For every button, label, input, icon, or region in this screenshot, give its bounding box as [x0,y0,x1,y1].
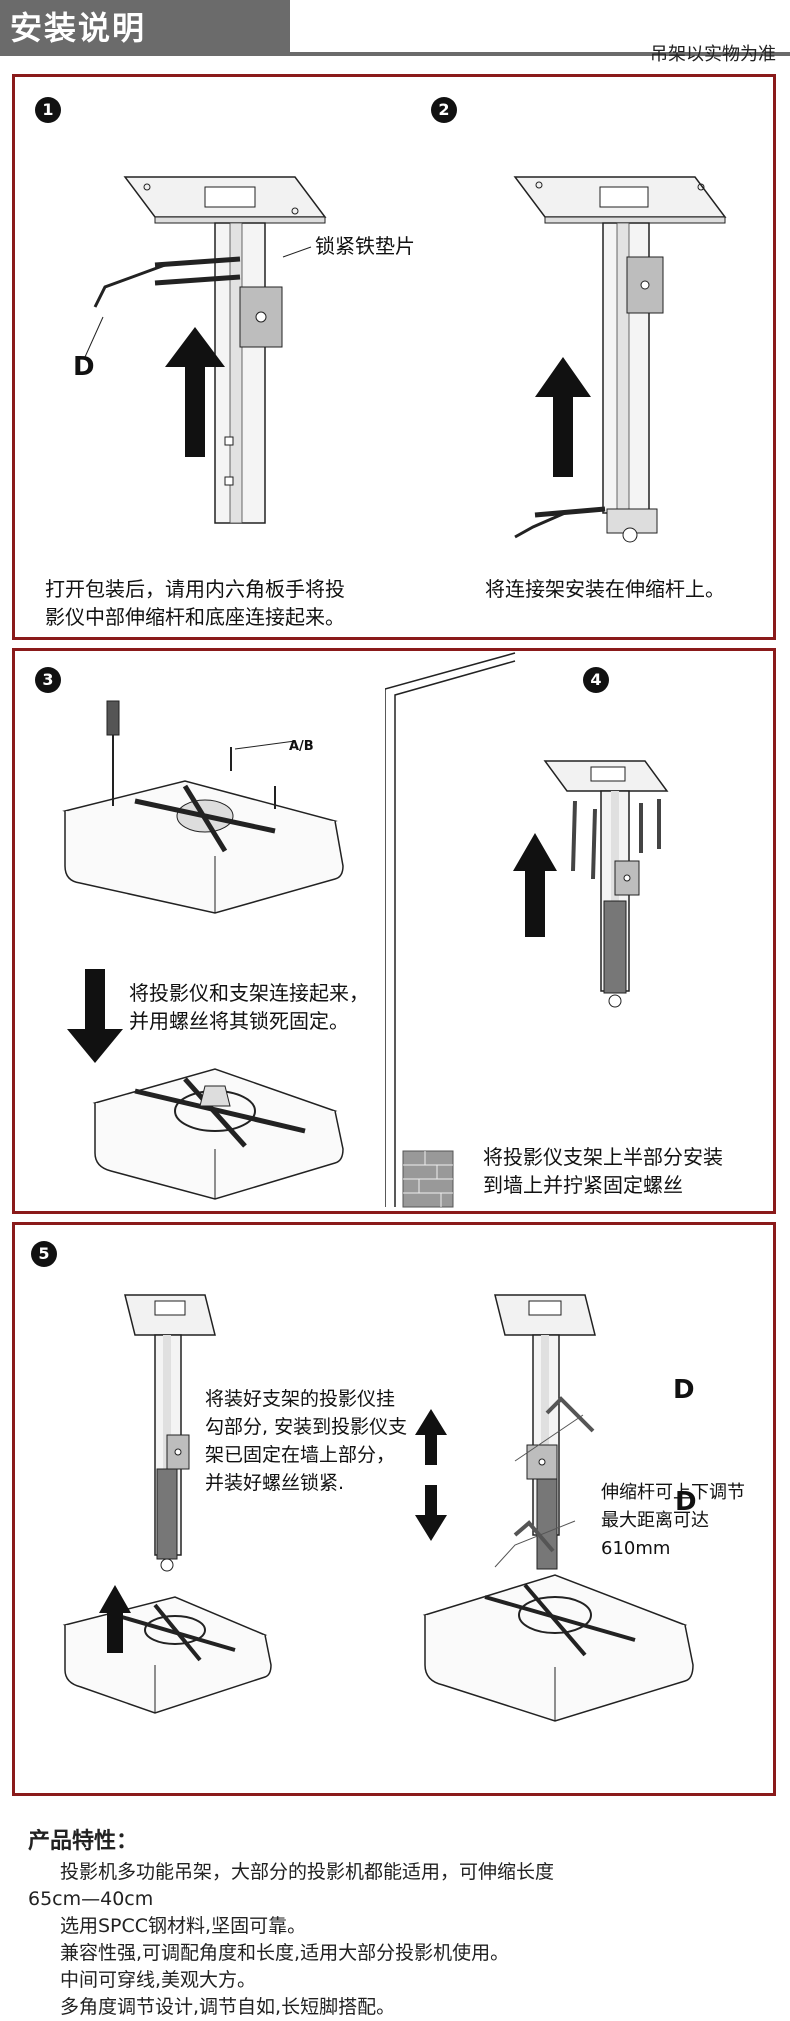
step-1-caption: 打开包装后，请用内六角板手将投 影仪中部伸缩杆和底座连接起来。 [45,577,345,629]
step-5-caption-b: 伸缩杆可上下调节 最大距离可达610mm [601,1482,745,1559]
step-4-caption: 将投影仪支架上半部分安装 到墙上并拧紧固定螺丝 [483,1145,723,1197]
step-1-illustration [84,176,327,524]
step-2-illustration [513,176,727,543]
product-features: 产品特性： 投影机多功能吊架，大部分的投影机都能适用，可伸缩长度 65cm—40… [28,1828,768,2021]
label-d-step-5-top: D [673,1375,695,1405]
label-lock-washer: 锁紧铁垫片 [315,234,415,258]
step-4-number: 4 [583,667,609,693]
step-4-illustration [385,652,669,1208]
step-5-left-illustration [62,1294,272,1714]
step-3-caption: 将投影仪和支架连接起来， 并用螺丝将其锁死固定。 [129,981,369,1033]
feature-line-2: 选用SPCC钢材料,坚固可靠。 [60,1915,307,1937]
feature-line-1: 投影机多功能吊架，大部分的投影机都能适用，可伸缩长度 [60,1861,555,1883]
features-title: 产品特性： [28,1829,139,1854]
step-5-right-illustration [415,1294,694,1722]
feature-line-3: 兼容性强,可调配角度和长度,适用大部分投影机使用。 [60,1942,510,1964]
disclaimer-note: 吊架以实物为准 [650,44,776,65]
page-title: 安装说明 [0,0,290,56]
label-screw-ab: A/B [289,739,314,754]
step-1-number: 1 [35,97,61,123]
step-3-number: 3 [35,667,61,693]
feature-line-5: 多角度调节设计,调节自如,长短脚搭配。 [60,1996,396,2018]
feature-line-4: 中间可穿线,美观大方。 [60,1969,257,1991]
panel-steps-3-4: 3 4 A/B 将投影仪和支架连接起来， 并用螺丝将其锁死固定。 [12,648,776,1214]
panel-steps-1-2: 1 2 锁紧铁垫片 D [12,74,776,640]
step-2-caption: 将连接架安装在伸缩杆上。 [485,577,725,601]
step-3-illustration [62,700,344,1200]
feature-line-1b: 65cm—40cm [28,1888,154,1910]
step-2-number: 2 [431,97,457,123]
label-d-step-1: D [73,352,95,382]
step-5-caption-a: 将装好支架的投影仪挂 勾部分, 安装到投影仪支 架已固定在墙上部分， 并装好螺丝… [205,1388,408,1494]
title-underline [0,52,790,56]
step-5-number: 5 [31,1241,57,1267]
label-d-step-5-bottom: D [675,1487,697,1517]
panel-step-5: 5 将装好支架的投影仪挂 勾部分, 安装到投影仪支 架已固定在墙上部分， 并装好… [12,1222,776,1796]
